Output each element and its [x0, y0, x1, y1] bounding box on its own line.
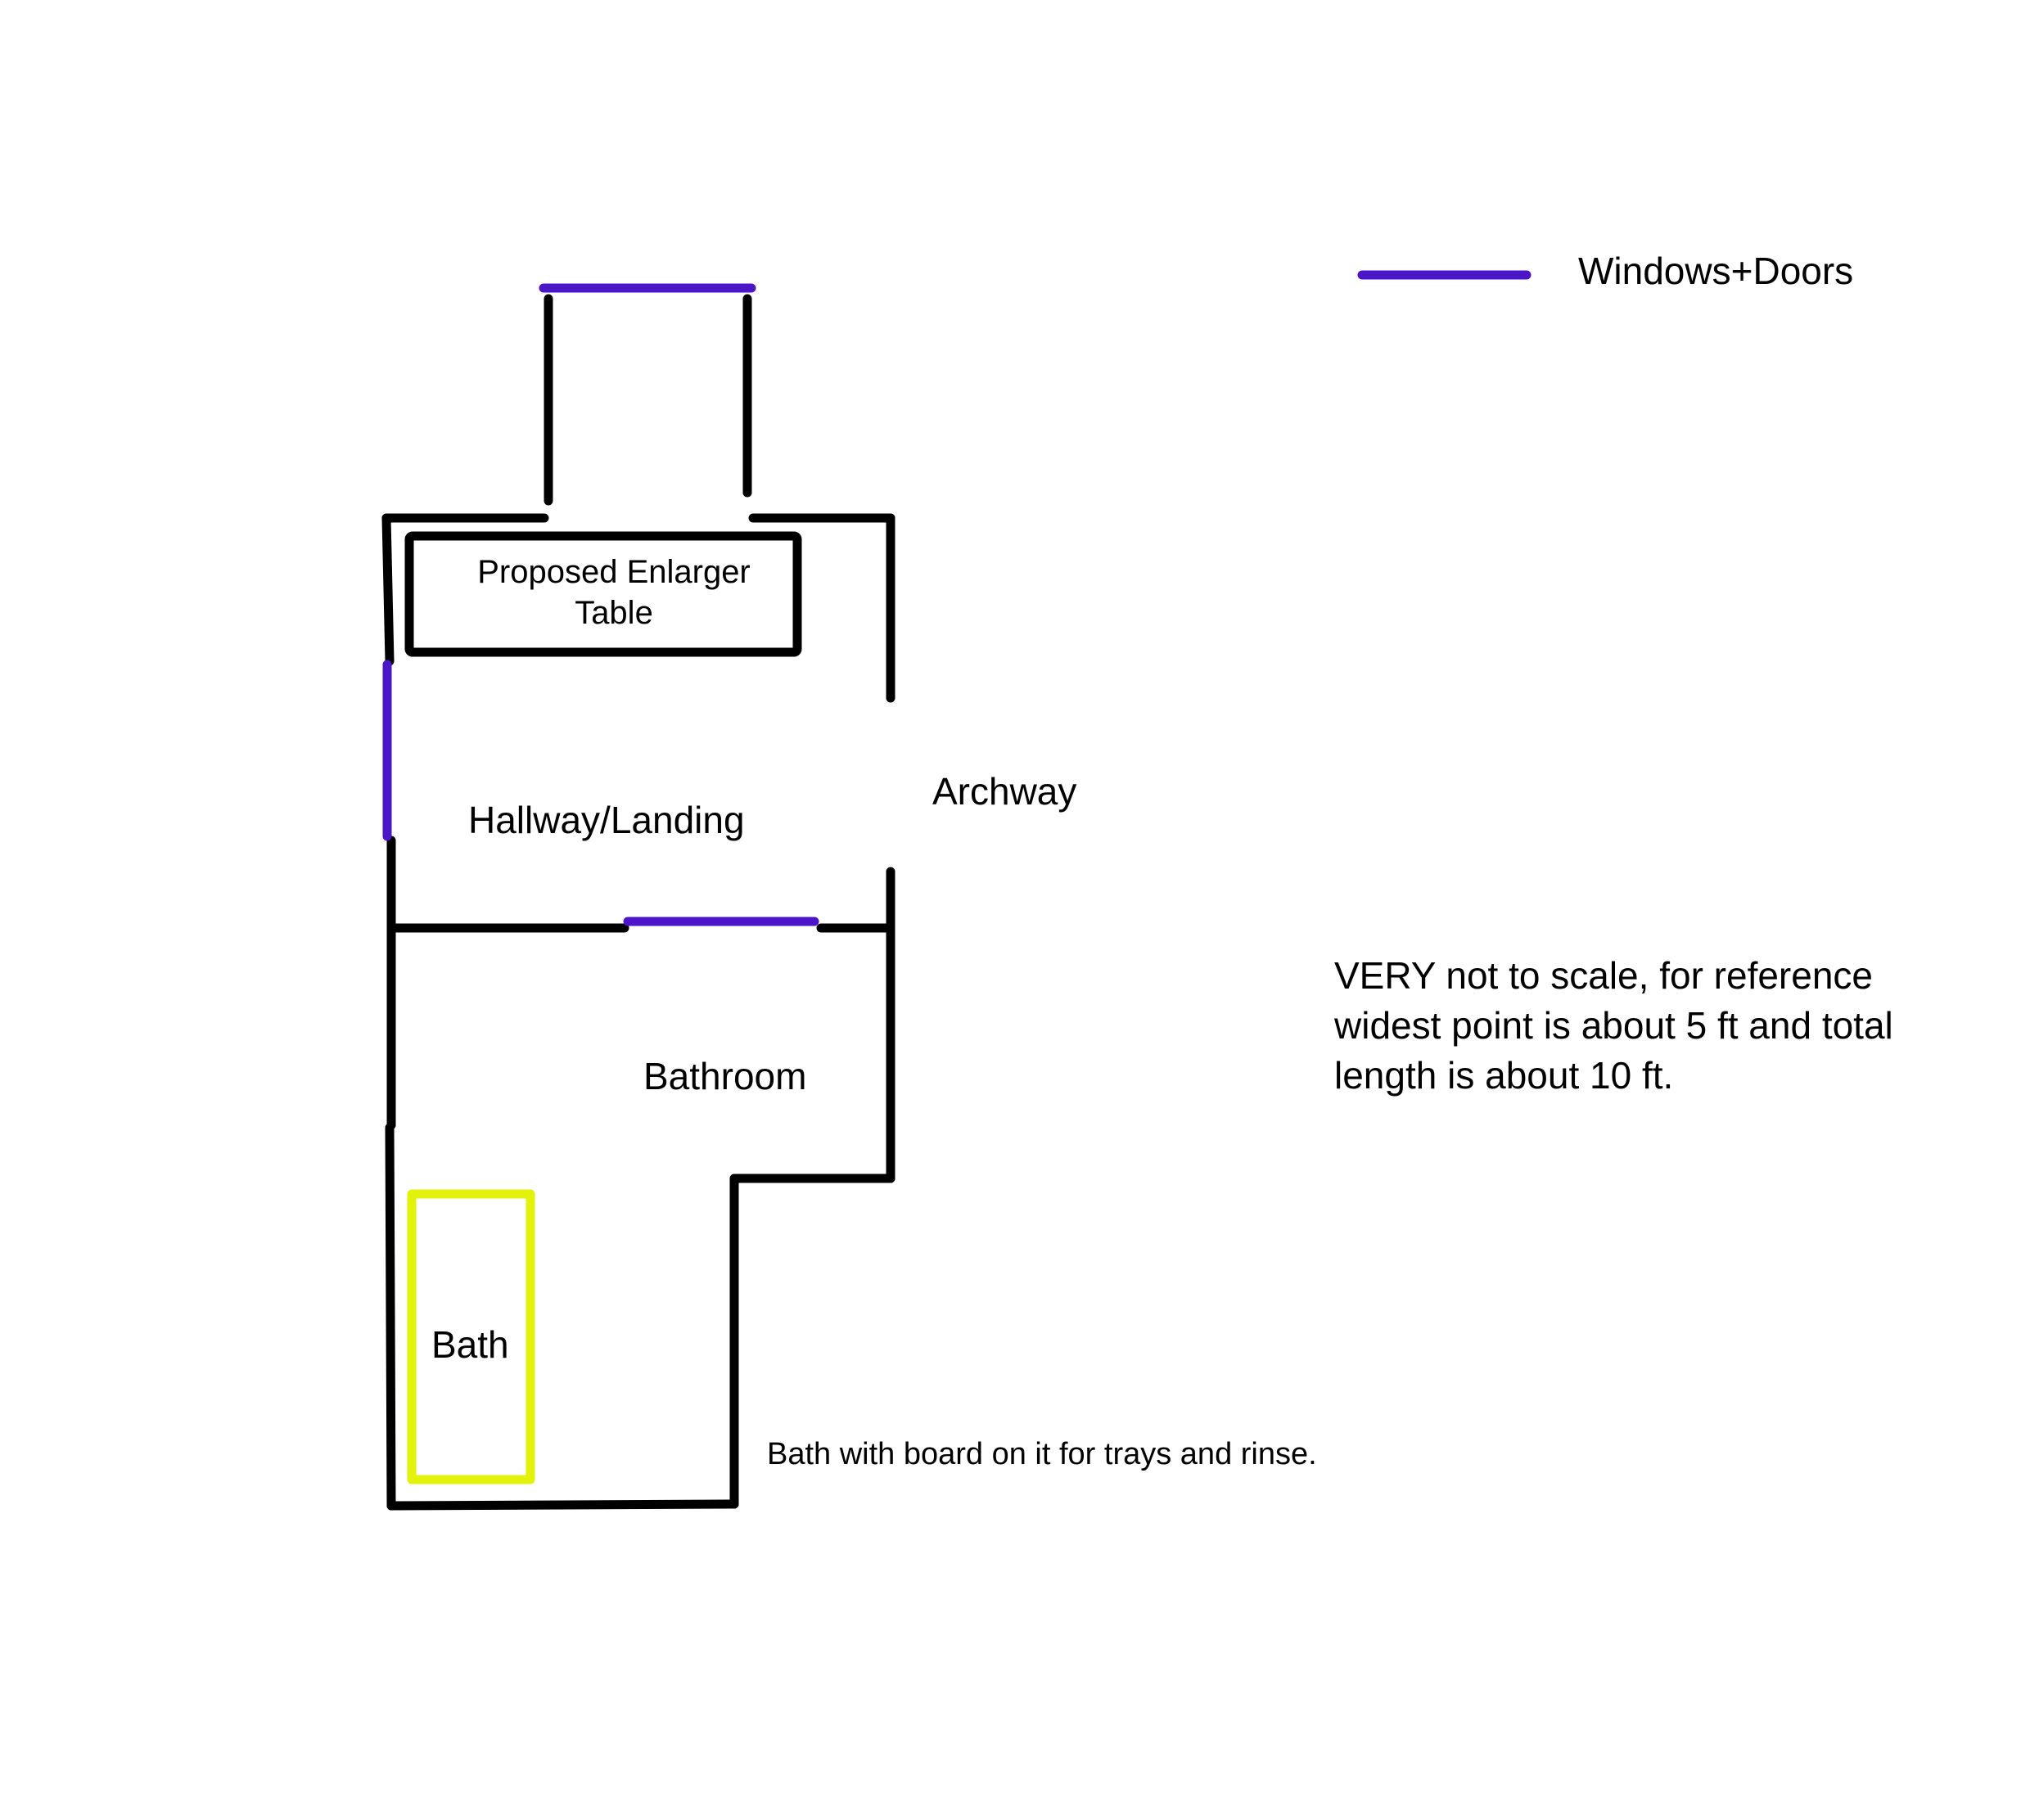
windows-doors [382, 283, 819, 926]
enlarger-table-label-line1: Proposed Enlarger [477, 554, 751, 590]
hallway-left-wall-upper [381, 513, 395, 666]
scale-note-line1: VERY not to scale, for reference [1334, 954, 1873, 997]
enlarger-table-outline [404, 531, 802, 657]
scale-note-line2: widest point is about 5 ft and total [1333, 1004, 1893, 1047]
legend-label: Windows+Doors [1578, 250, 1853, 292]
legend: Windows+Doors [1357, 250, 1853, 292]
enlarger-table-label: Proposed Enlarger Table [477, 554, 751, 631]
bath-outline [407, 1189, 535, 1484]
hallway-label: Hallway/Landing [468, 799, 745, 841]
scale-note: VERY not to scale, for reference widest … [1333, 954, 1893, 1097]
bath-note: Bath with board on it for trays and rins… [767, 1437, 1317, 1471]
walls [381, 294, 895, 1511]
bathroom-step-wall [729, 1174, 895, 1509]
bath-label: Bath [431, 1323, 509, 1366]
bathroom-left-wall [385, 1123, 396, 1511]
bathroom-label: Bathroom [643, 1055, 806, 1097]
enlarger-table-label-line2: Table [575, 595, 653, 631]
bathroom-bottom-wall [386, 1499, 739, 1511]
scale-note-line3: length is about 10 ft. [1334, 1054, 1673, 1097]
archway-label: Archway [932, 770, 1076, 813]
